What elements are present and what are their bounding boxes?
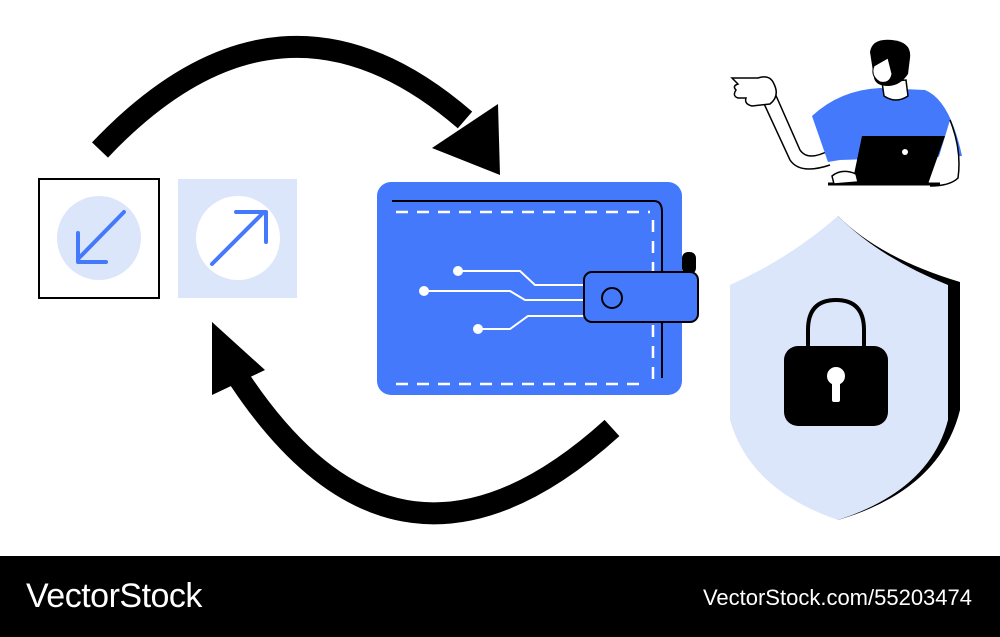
person-with-laptop-illustration <box>730 39 962 187</box>
arrow-down-left-icon <box>38 178 160 299</box>
arrow-up-right-icon <box>178 179 297 298</box>
circular-arrow-bottom-icon <box>212 322 620 525</box>
wallet-illustration <box>38 35 962 525</box>
shield-lock-icon <box>730 216 960 520</box>
vectorstock-logo: VectorStock <box>26 577 202 615</box>
circular-arrow-top-icon <box>92 35 500 175</box>
digital-wallet-icon <box>377 182 699 395</box>
watermark-footer-bar: VectorStock VectorStock.com/55203474 <box>0 556 1000 637</box>
image-id-credit: VectorStock.com/55203474 <box>702 585 972 610</box>
